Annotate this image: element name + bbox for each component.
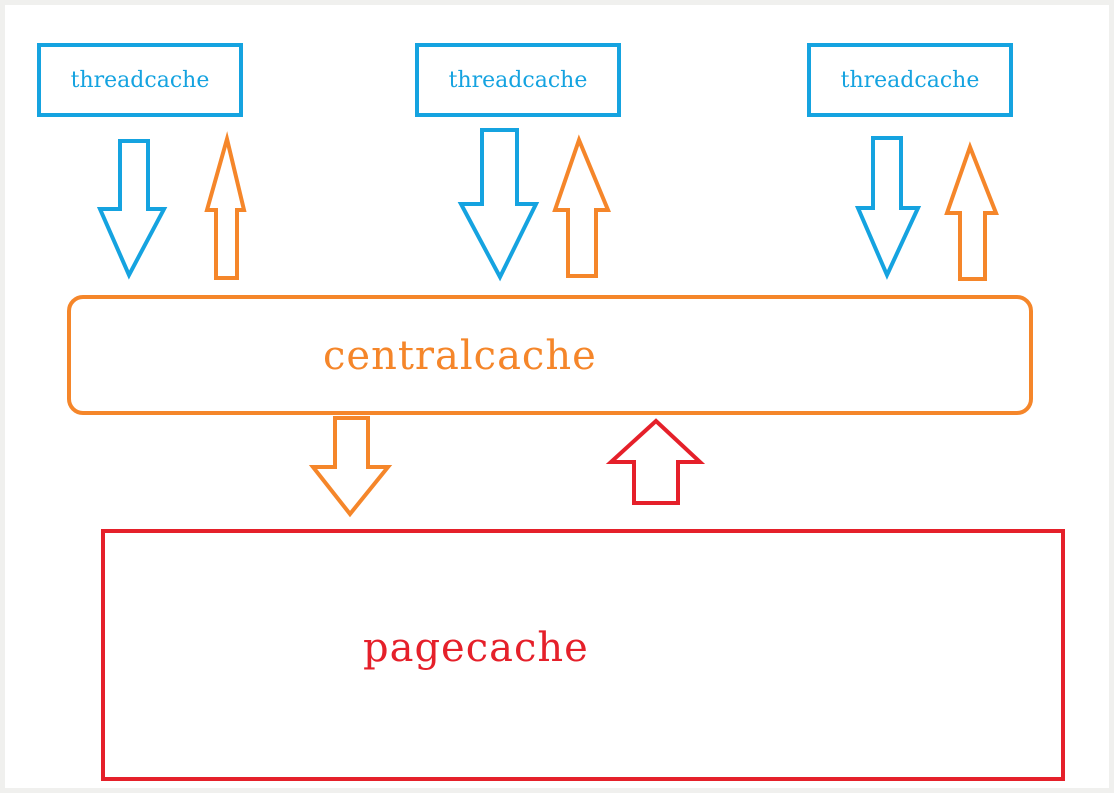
threadcache-label-2: threadcache	[448, 67, 588, 93]
centralcache-box: centralcache	[67, 295, 1033, 415]
threadcache-label-1: threadcache	[70, 67, 210, 93]
centralcache-label: centralcache	[323, 333, 597, 379]
down-arrow-icon	[457, 128, 540, 282]
down-arrow-icon	[854, 136, 922, 280]
up-arrow-icon	[944, 141, 999, 281]
up-arrow-icon	[204, 131, 247, 280]
down-arrow-icon	[308, 416, 393, 518]
threadcache-label-3: threadcache	[840, 67, 980, 93]
threadcache-box-3: threadcache	[807, 43, 1013, 117]
up-arrow-icon	[552, 134, 611, 278]
threadcache-box-2: threadcache	[415, 43, 621, 117]
pagecache-box: pagecache	[101, 529, 1065, 781]
up-arrow-icon	[605, 418, 706, 505]
threadcache-box-1: threadcache	[37, 43, 243, 117]
arrows-layer	[96, 128, 999, 518]
pagecache-label: pagecache	[363, 625, 589, 671]
down-arrow-icon	[96, 139, 168, 280]
